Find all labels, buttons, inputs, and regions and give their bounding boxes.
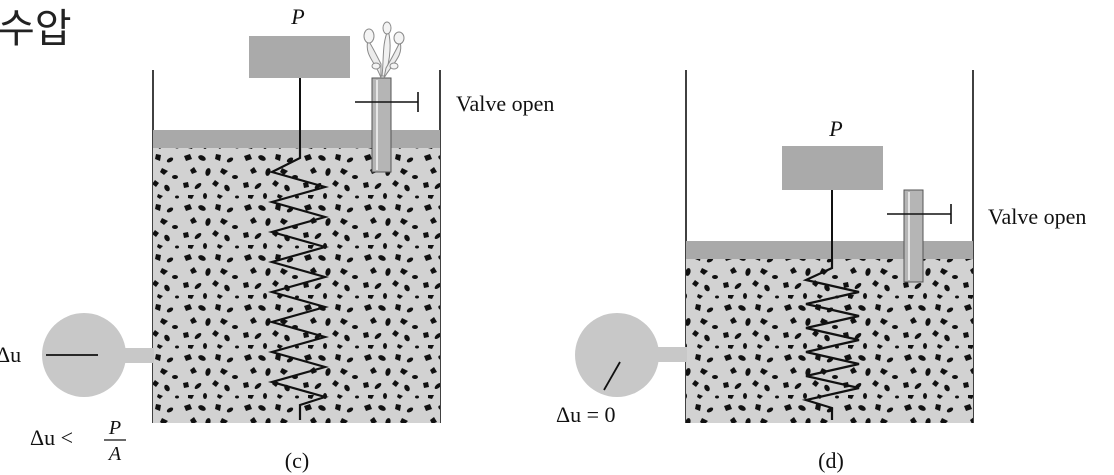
panel-d-load-block bbox=[782, 146, 883, 190]
panel-d-load-label: P bbox=[828, 116, 842, 141]
panel-c-piston bbox=[153, 130, 440, 148]
panel-d-piston bbox=[686, 241, 973, 259]
panel-c-water-spray bbox=[363, 21, 405, 79]
panel-c-gauge-stem bbox=[122, 348, 154, 363]
panel-c-load-label: P bbox=[290, 4, 304, 29]
panel-d-pressure-gauge bbox=[575, 313, 659, 397]
panel-c-spring bbox=[267, 148, 330, 420]
panel-d: P Valve open Δu = 0 (d) bbox=[556, 70, 1086, 473]
panel-c-valve-label: Valve open bbox=[456, 91, 554, 116]
panel-c-valve-pipe bbox=[371, 77, 392, 173]
panel-d-soil bbox=[686, 259, 973, 423]
panel-c: P Valve open Δu Δu < P A (c) bbox=[0, 4, 554, 473]
panel-d-valve-pipe bbox=[903, 189, 924, 283]
panel-d-gauge-reading: Δu = 0 bbox=[556, 402, 616, 427]
panel-c-load-block bbox=[249, 36, 350, 78]
panel-d-spring bbox=[801, 259, 860, 420]
panel-d-valve-label: Valve open bbox=[988, 204, 1086, 229]
panel-c-condition-numerator: P bbox=[108, 417, 121, 439]
panel-d-gauge-stem bbox=[655, 347, 687, 362]
panel-c-condition-denominator: A bbox=[107, 443, 122, 465]
panel-c-caption: (c) bbox=[285, 448, 309, 473]
corner-text: 수압 bbox=[0, 6, 72, 52]
panel-c-gauge-label: Δu bbox=[0, 342, 21, 367]
panel-d-caption: (d) bbox=[818, 448, 844, 473]
panel-d-gauge-needle bbox=[603, 361, 621, 391]
panel-c-condition: Δu < bbox=[30, 425, 73, 450]
